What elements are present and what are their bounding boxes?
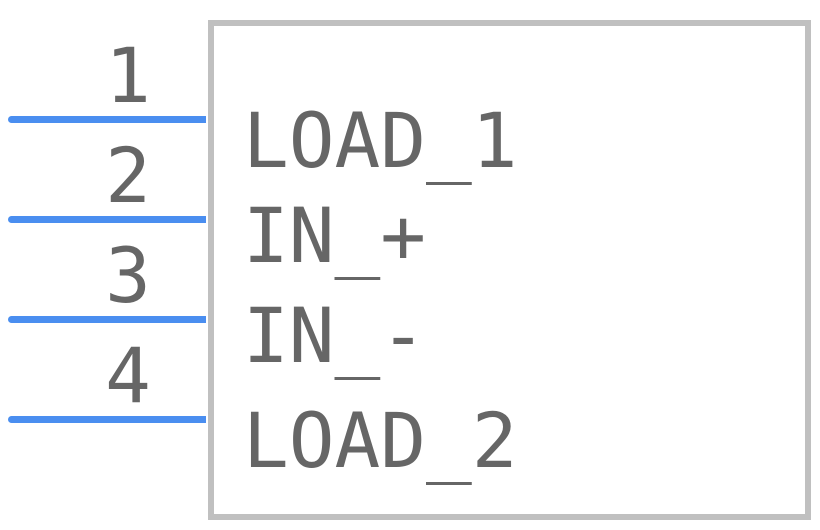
pin-1-name: LOAD_1 xyxy=(243,96,518,185)
component-body xyxy=(208,20,811,520)
pin-4-name: LOAD_2 xyxy=(243,396,518,485)
pin-2-name: IN_+ xyxy=(243,191,427,280)
pin-1-number: 1 xyxy=(105,31,151,120)
pin-4-line xyxy=(8,416,206,423)
pin-3-number: 3 xyxy=(105,231,151,320)
pin-2-number: 2 xyxy=(105,131,151,220)
pin-4-number: 4 xyxy=(105,331,151,420)
pin-3-name: IN_- xyxy=(243,291,427,380)
pin-1-line xyxy=(8,116,206,123)
pin-2-line xyxy=(8,216,206,223)
pin-3-line xyxy=(8,316,206,323)
